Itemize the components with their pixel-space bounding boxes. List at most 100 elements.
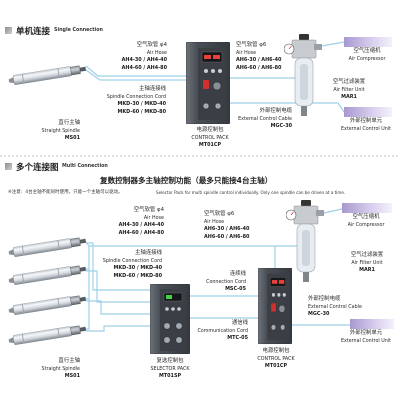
air-hose-4-cn: 空气软管 φ4 xyxy=(136,42,167,48)
spindle-cord-label: 主轴连接线 Spindle Connection Cord MKD-30 / M… xyxy=(90,86,166,116)
compressor-label: 空气压缩机 Air Compressor xyxy=(334,214,398,229)
air-compressor-box xyxy=(342,203,392,213)
spindle-label: 直行主轴 Straight Spindle MS01 xyxy=(10,120,80,143)
air-hose-4-label: 空气软管 φ4 Air Hose AH4-30 / AH4-40 AH4-60 … xyxy=(95,42,167,72)
air-hose-6-label: 空气软管 φ6 Air Hose AH6-30 / AH6-40 AH6-60 … xyxy=(236,42,296,72)
air-hose-4-model: AH4-60 / AH4-80 xyxy=(118,229,164,236)
air-hose-6-label: 空气软管 φ6 Air Hose AH6-30 / AH6-40 AH6-60 … xyxy=(204,211,264,241)
ext-unit-en: External Control Unit xyxy=(340,126,392,132)
multi-title-en: Multi Connection xyxy=(62,164,108,169)
air-hose-4-model: AH4-30 / AH4-40 xyxy=(118,222,164,229)
spindle-cord-model: MKD-30 / MKD-40 xyxy=(117,101,166,108)
communication-cord-model: MTC-05 xyxy=(227,335,248,342)
filter-label: 空气过滤装置 Air Filter Unit MAR1 xyxy=(336,252,398,275)
air-hose-6-en: Air Hose xyxy=(204,219,225,225)
spindle-cord-en: Spindle Connection Cord xyxy=(102,258,162,264)
control-pack-en: CONTROL PACK xyxy=(257,356,295,362)
air-hose-6-en: Air Hose xyxy=(236,50,257,56)
communication-cord-label: 通信线 Communication Cord MTC-05 xyxy=(186,320,248,343)
ext-cable-en: External Control Cable xyxy=(308,304,362,310)
cable-spindle-cord-4 xyxy=(86,325,150,332)
cable-spindle-connection-cord xyxy=(85,69,186,81)
spindle-cn: 直行主轴 xyxy=(58,120,80,126)
cable-spindle-cord-1 xyxy=(86,242,150,291)
selector-pack-en: SELECTOR PACK xyxy=(150,366,190,372)
spindle-cord-cn: 主轴连接线 xyxy=(139,86,166,92)
spindle-cord-label: 主轴连接线 Spindle Connection Cord MKD-30 / M… xyxy=(86,250,162,280)
control-pack-cn: 电源控制包 xyxy=(262,348,290,354)
cable-spindle-air-hose xyxy=(85,65,186,77)
multi-subtitle: 复数控制器多主轴控制功能（最多只能接4台主轴） xyxy=(100,176,273,185)
ext-cable-model: MGC-30 xyxy=(270,123,292,130)
air-hose-4-en: Air Hose xyxy=(146,50,167,56)
ext-cable-model: MGC-30 xyxy=(308,311,330,318)
air-hose-4-model: AH4-60 / AH4-80 xyxy=(121,64,167,71)
air-hose-6-cn: 空气软管 φ6 xyxy=(204,211,235,217)
spindle-cord-model: MKD-60 / MKD-80 xyxy=(117,108,166,115)
filter-en: Air Filter Unit xyxy=(333,87,365,93)
air-compressor-box xyxy=(344,37,392,47)
ext-unit-label: 外部控制单元 External Control Unit xyxy=(334,330,398,345)
ext-cable-cn: 外部控制电缆 xyxy=(308,296,341,302)
spindle-cord-cn: 主轴连接线 xyxy=(135,250,162,256)
cable-external-control xyxy=(230,102,345,113)
cable-spindle-cord-2 xyxy=(86,270,150,303)
straight-spindle xyxy=(8,63,87,86)
spindle-cn: 直行主轴 xyxy=(58,358,80,364)
single-section-bullet xyxy=(5,27,12,34)
air-hose-4-cn: 空气软管 φ4 xyxy=(133,207,164,213)
selector-pack-model: MT01SP xyxy=(158,373,182,380)
spindle-en: Straight Spindle xyxy=(41,366,80,372)
external-control-unit-box xyxy=(344,107,392,117)
selector-pack-cn: 复选控制包 xyxy=(156,358,184,364)
air-hose-4-en: Air Hose xyxy=(143,215,164,221)
air-hose-6-model: AH6-30 / AH6-40 xyxy=(204,226,250,233)
spindle-cord-model: MKD-60 / MKD-80 xyxy=(113,272,162,279)
spindle-cord-model: MKD-30 / MKD-40 xyxy=(113,265,162,272)
straight-spindle xyxy=(8,235,87,258)
ext-cable-label: 外部控制电缆 External Control Cable MGC-30 xyxy=(308,296,378,319)
selector-pack-label: 复选控制包 SELECTOR PACK MT01SP xyxy=(136,358,204,381)
air-hose-6-model: AH6-60 / AH6-80 xyxy=(236,64,282,71)
control-pack-en: CONTROL PACK xyxy=(191,135,229,141)
air-hose-6-model: AH6-30 / AH6-40 xyxy=(236,57,282,64)
cable-filter-compressor xyxy=(321,41,345,47)
control-pack-label: 电源控制包 CONTROL PACK MT01CP xyxy=(242,348,310,371)
filter-en: Air Filter Unit xyxy=(351,260,383,266)
ext-unit-label: 外部控制单元 External Control Unit xyxy=(334,118,398,133)
air-hose-4-model: AH4-30 / AH4-40 xyxy=(121,57,167,64)
control-pack-cn: 电源控制包 xyxy=(196,127,224,133)
ext-unit-cn: 外部控制单元 xyxy=(349,330,383,336)
ext-cable-label: 外部控制电缆 External Control Cable MGC-30 xyxy=(226,108,292,131)
filter-model: MAR1 xyxy=(359,267,375,274)
spindle-model: MS01 xyxy=(64,135,80,142)
ext-unit-en: External Control Unit xyxy=(340,338,392,344)
straight-spindle xyxy=(8,293,87,316)
air-hose-4-label: 空气软管 φ4 Air Hose AH4-30 / AH4-40 AH4-60 … xyxy=(92,207,164,237)
connection-cord-model: MSC-05 xyxy=(225,286,246,293)
spindle-label: 直行主轴 Straight Spindle MS01 xyxy=(10,358,80,381)
multi-note-en: Selector Pack for multi spindle control … xyxy=(156,189,346,195)
air-hose-6-model: AH6-60 / AH6-80 xyxy=(204,233,250,240)
multi-section-bullet xyxy=(5,163,12,170)
cable-spindle-cord-3 xyxy=(86,300,150,315)
ext-cable-en: External Control Cable xyxy=(238,116,292,122)
connection-cord-en: Connection Cord xyxy=(206,279,246,285)
compressor-label: 空气压缩机 Air Compressor xyxy=(336,48,398,63)
compressor-cn: 空气压缩机 xyxy=(352,214,380,220)
connection-cord-label: 连续线 Connection Cord MSC-05 xyxy=(190,271,246,294)
multi-title: 多个连接图 xyxy=(16,163,59,173)
compressor-en: Air Compressor xyxy=(347,222,385,228)
straight-spindle xyxy=(8,323,87,346)
single-title: 单机连接 xyxy=(16,27,51,37)
connection-cord-cn: 连续线 xyxy=(229,271,246,277)
ext-cable-cn: 外部控制电缆 xyxy=(259,108,292,114)
single-title-en: Single Connection xyxy=(54,28,103,33)
compressor-en: Air Compressor xyxy=(348,56,386,62)
communication-cord-en: Communication Cord xyxy=(197,328,248,334)
cable-filter-compressor xyxy=(323,208,343,214)
spindle-en: Straight Spindle xyxy=(41,128,80,134)
control-pack xyxy=(258,268,292,344)
spindle-model: MS01 xyxy=(64,373,80,380)
